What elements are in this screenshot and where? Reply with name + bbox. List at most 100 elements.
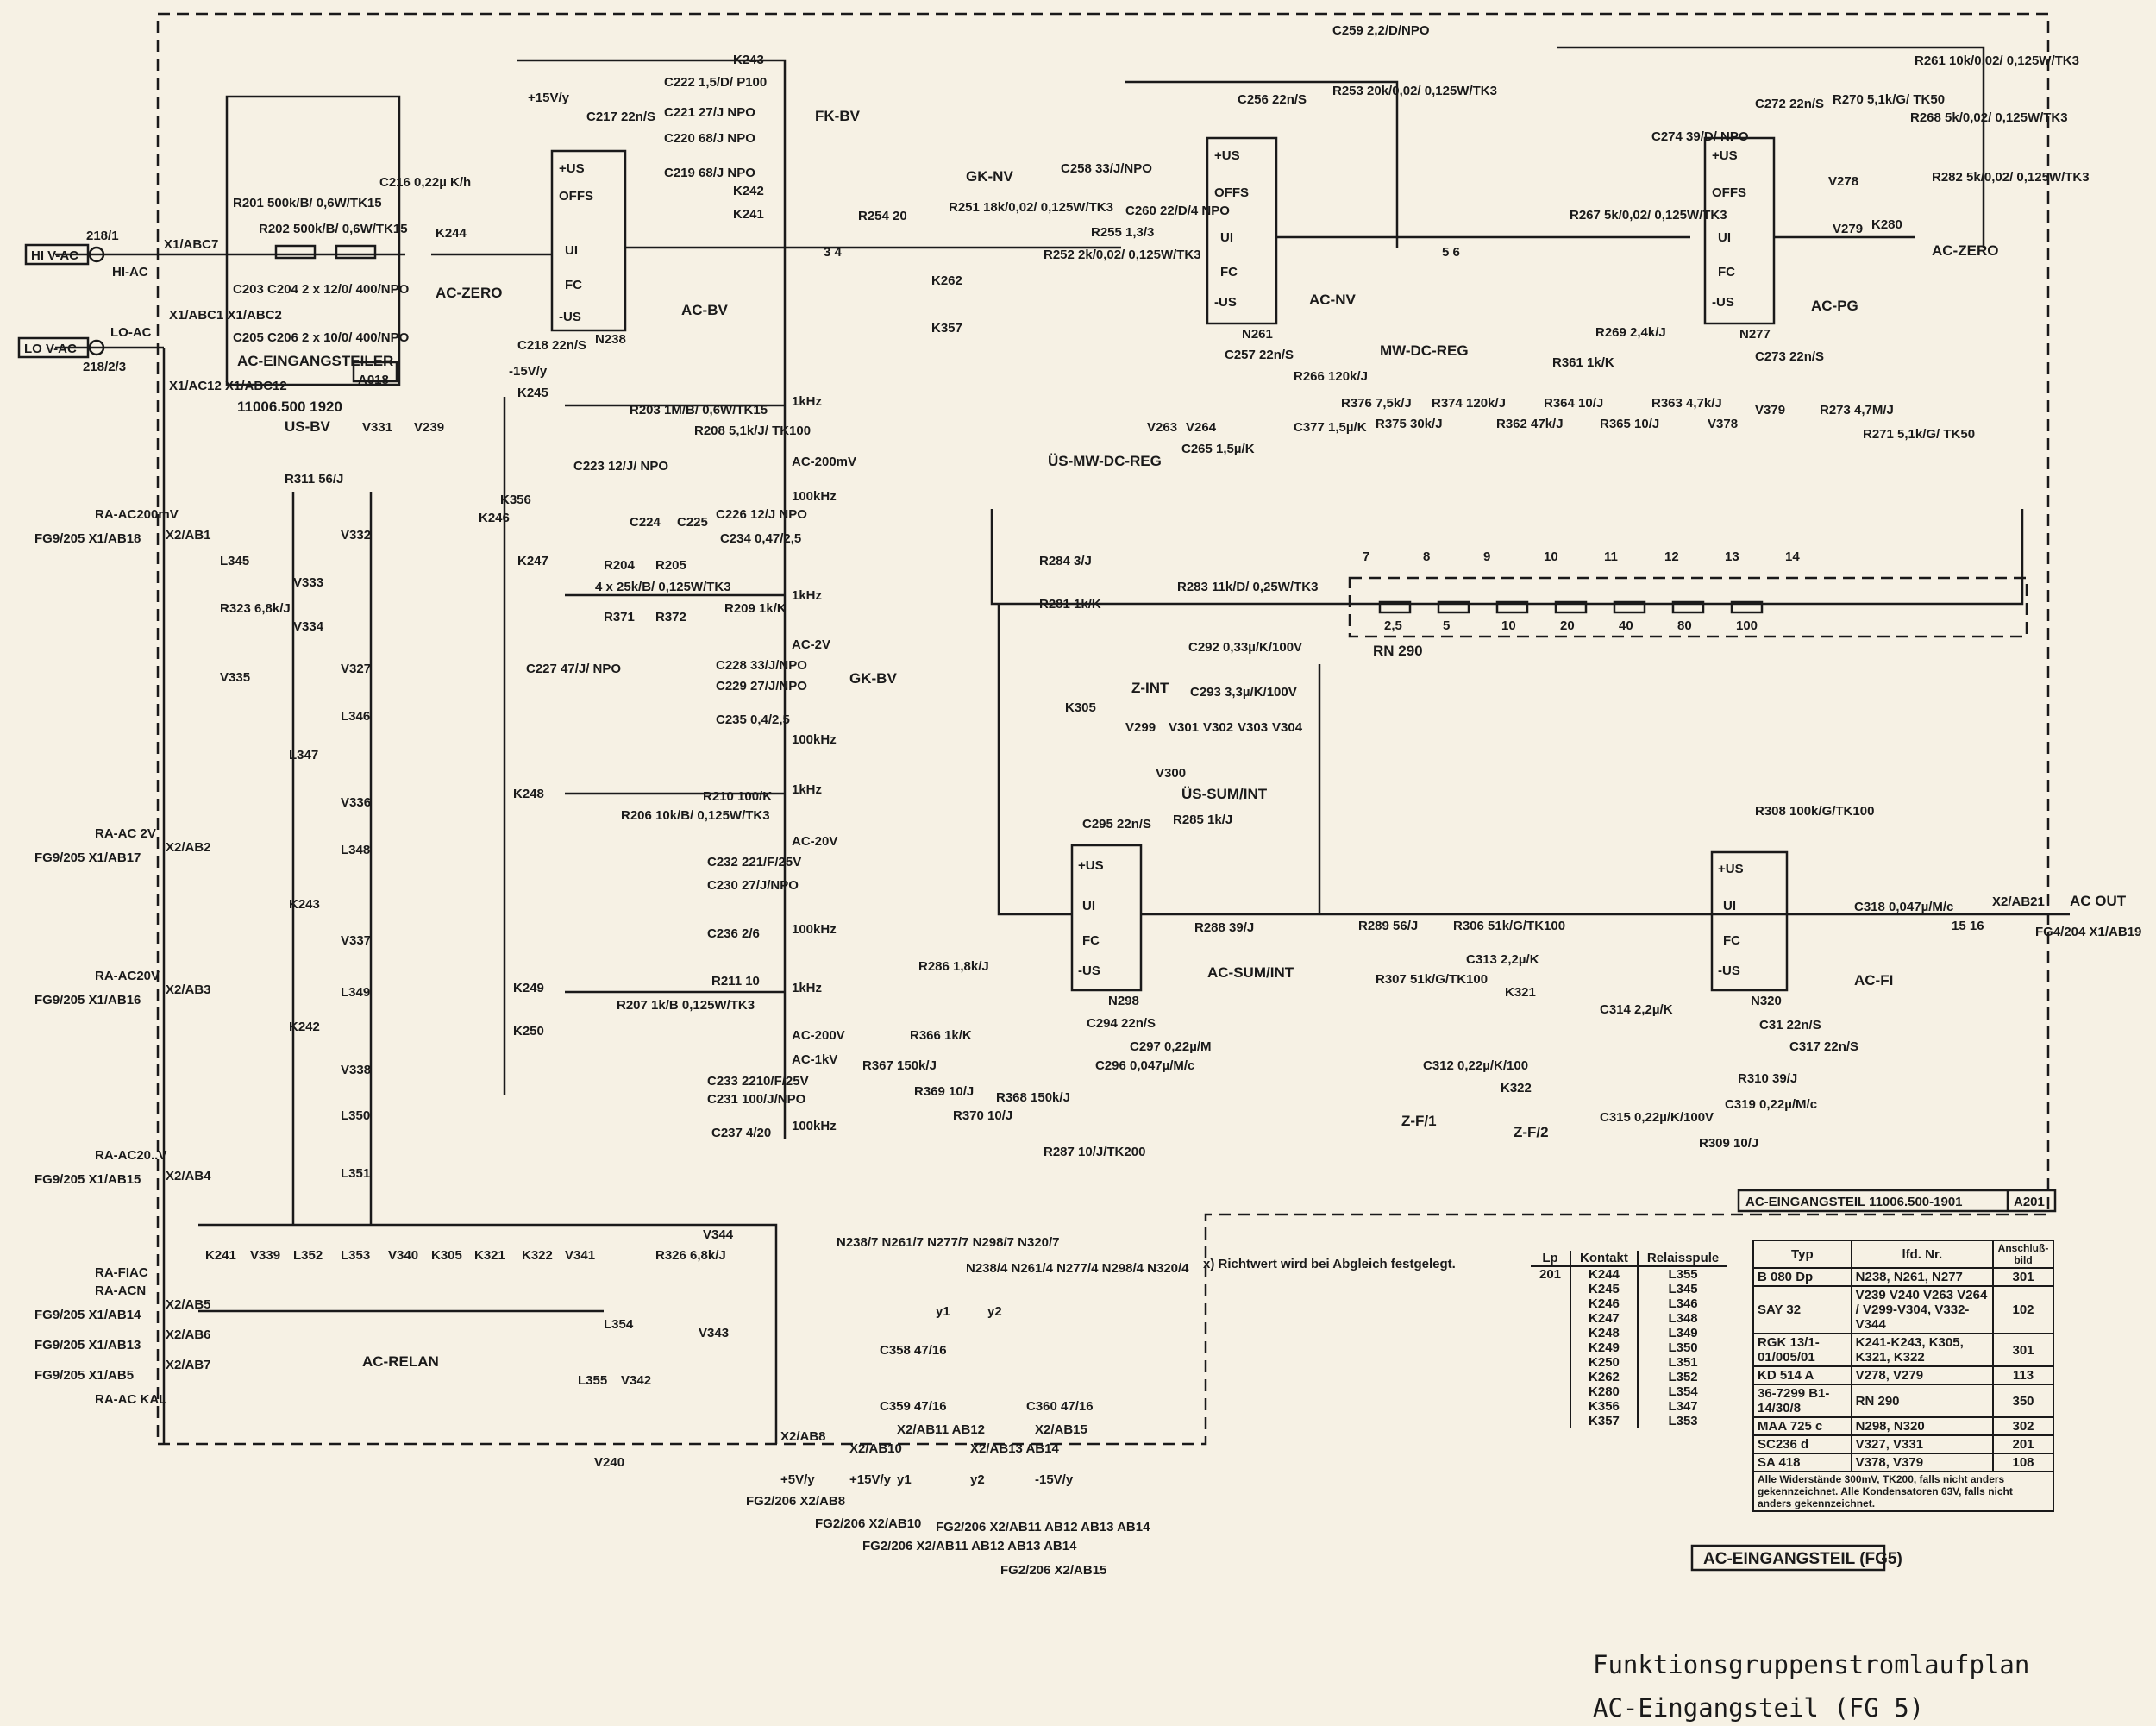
component-label: V343: [699, 1326, 729, 1340]
component-label: R285 1k/J: [1173, 813, 1232, 827]
rn290-value: 2,5: [1384, 618, 1402, 633]
bottom-ref: FG2/206 X2/AB10: [815, 1516, 921, 1531]
rn290-value: 40: [1619, 618, 1633, 633]
component-label: C220 68/J NPO: [664, 131, 755, 146]
rn290-network: [1348, 576, 2028, 638]
relay-coil: L353: [1668, 1414, 1698, 1428]
component-label: R361 1k/K: [1552, 355, 1614, 370]
component-label: R372: [655, 610, 686, 624]
component-label: K243: [289, 897, 320, 912]
component-label: R365 10/J: [1600, 417, 1659, 431]
pin-fc: FC: [1723, 933, 1740, 948]
parts-nr: RN 290: [1850, 1384, 1995, 1418]
component-label: L349: [341, 985, 370, 1000]
component-label: 4 x 25k/B/ 0,125W/TK3: [595, 580, 731, 594]
range-label: 100kHz: [792, 732, 837, 747]
title-line2: AC-Eingangsteil (FG 5): [1593, 1693, 1924, 1723]
range-label: 1kHz: [792, 394, 822, 409]
component-label: R203 1M/B/ 0,6W/TK15: [630, 403, 768, 417]
bottom-pin: X2/AB11 AB12: [897, 1422, 985, 1437]
rn290-tap: 11: [1604, 549, 1618, 564]
component-label: R211 10: [711, 974, 760, 989]
divider-code: A018: [358, 373, 389, 387]
parts-typ: SAY 32: [1752, 1285, 1852, 1334]
divider-number: 11006.500 1920: [237, 399, 342, 415]
range-label: 100kHz: [792, 489, 837, 504]
rn290-tap: 14: [1785, 549, 1800, 564]
component-label: C317 22n/S: [1789, 1039, 1858, 1054]
component-label: K321: [474, 1248, 505, 1263]
bottom-ref: FG2/206 X2/AB8: [746, 1494, 845, 1509]
relay-contact: K248: [1570, 1326, 1639, 1340]
block-fk-bv: FK-BV: [815, 108, 861, 124]
range-label: 100kHz: [792, 922, 837, 937]
component-label: V300: [1156, 766, 1186, 781]
component-label: R323 6,8k/J: [220, 601, 291, 616]
pin-fc: FC: [565, 278, 582, 292]
block-us-sum-int: ÜS-SUM/INT: [1181, 786, 1268, 802]
component-label: K247: [517, 554, 548, 568]
relay-input-ref: FG9/205 X1/AB14: [34, 1308, 141, 1322]
relay-input-pin: X2/AB6: [166, 1327, 211, 1342]
range-label: AC-200V: [792, 1028, 845, 1043]
hi-v-ac-connector[interactable]: [24, 243, 90, 266]
pin-offs: OFFS: [1214, 185, 1249, 200]
component-label: C312 0,22µ/K/100: [1423, 1058, 1528, 1073]
parts-typ: RGK 13/1- 01/005/01: [1752, 1333, 1852, 1367]
parts-nr: V239 V240 V263 V264 / V299-V304, V332-V3…: [1850, 1285, 1995, 1334]
component-label: L355: [578, 1373, 607, 1388]
parts-header-nr: lfd. Nr.: [1850, 1240, 1995, 1269]
component-label: V301: [1169, 720, 1199, 735]
r202-body: [335, 244, 377, 260]
bottom-pin: X2/AB13 AB14: [970, 1441, 1059, 1456]
rn290-resistor: [1437, 600, 1470, 614]
parts-nr: V278, V279: [1850, 1365, 1995, 1385]
relay-header-lp: Lp: [1531, 1251, 1572, 1267]
component-label: V337: [341, 933, 371, 948]
component-label: V304: [1272, 720, 1303, 735]
lo-v-ac-connector[interactable]: [17, 336, 90, 359]
component-label: K280: [1871, 217, 1902, 232]
component-label: C234 0,47/2,5: [720, 531, 801, 546]
r201-label: R201 500k/B/ 0,6W/TK15: [233, 196, 382, 210]
component-label: R206 10k/B/ 0,125W/TK3: [621, 808, 770, 823]
component-label: V299: [1125, 720, 1156, 735]
parts-nr: V378, V379: [1850, 1453, 1995, 1472]
relay-lp: [1531, 1340, 1572, 1355]
component-label: C31 22n/S: [1759, 1018, 1821, 1032]
pin-ui: UI: [1082, 899, 1095, 913]
pin-minus-us: -US: [1712, 295, 1734, 310]
rn290-value: 10: [1501, 618, 1516, 633]
opamp-name: N298: [1108, 994, 1139, 1008]
range-label: AC-1kV: [792, 1052, 837, 1067]
component-label: C273 22n/S: [1755, 349, 1824, 364]
component-label: C258 33/J/NPO: [1061, 161, 1152, 176]
relay-input-signal: RA-AC20V: [95, 969, 160, 983]
block-ac-pg: AC-PG: [1811, 298, 1858, 314]
component-label: V335: [220, 670, 250, 685]
rn290-value: 100: [1736, 618, 1758, 633]
pin-offs: OFFS: [559, 189, 593, 204]
component-label: R362 47k/J: [1496, 417, 1564, 431]
component-label: R369 10/J: [914, 1084, 974, 1099]
component-label: V263: [1147, 420, 1177, 435]
c360-label: C360 47/16: [1026, 1399, 1094, 1414]
component-label: L352: [293, 1248, 323, 1263]
lo-ref: 218/2/3: [83, 360, 126, 374]
component-label: C313 2,2µ/K: [1466, 952, 1539, 967]
relay-input-signal: RA-AC200mV: [95, 507, 179, 522]
component-label: L351: [341, 1166, 370, 1181]
relay-contact: K356: [1570, 1399, 1639, 1414]
lo-terminal: [88, 339, 105, 356]
component-label: L350: [341, 1108, 370, 1123]
relay-header-kontakt: Kontakt: [1570, 1251, 1639, 1267]
